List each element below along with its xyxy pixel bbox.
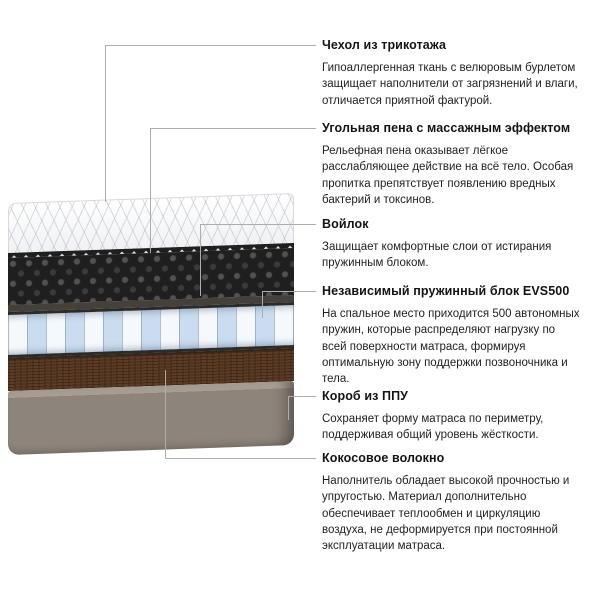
annotation-body: Защищает комфортные слои от истирания пр… [322, 241, 552, 270]
mattress-illustration [8, 193, 294, 455]
annotation-body: На спальное место приходится 500 автоном… [322, 308, 580, 386]
annotation-body: Наполнитель обладает высокой прочностью … [322, 475, 570, 553]
leader-line-cover-horizontal [105, 45, 316, 46]
leader-line-foam-vertical [150, 128, 151, 253]
leader-line-box-horizontal [288, 396, 316, 397]
annotation-heading: Чехол из трикотажа [322, 38, 447, 52]
annotation-charcoal-foam: Угольная пена с массажным эффектом Релье… [322, 121, 580, 208]
leader-line-foam-horizontal [150, 128, 316, 129]
leader-line-springs-vertical [262, 291, 263, 318]
leader-line-box-vertical [288, 396, 289, 420]
annotation-heading: Угольная пена с массажным эффектом [322, 121, 571, 135]
leader-line-felt-horizontal [200, 224, 316, 225]
leader-line-cover-vertical [105, 45, 106, 202]
annotation-felt: Войлок Защищает комфортные слои от истир… [322, 217, 580, 272]
leader-line-coconut-vertical [165, 370, 166, 459]
annotation-heading: Кокосовое волокно [322, 451, 445, 465]
annotation-spring-block: Независимый пружинный блок EVS500 На спа… [322, 284, 580, 388]
annotation-body: Сохраняет форму матраса по периметру, по… [322, 413, 544, 442]
annotation-heading: Независимый пружинный блок EVS500 [322, 284, 570, 298]
annotation-coconut-fiber: Кокосовое волокно Наполнитель обладает в… [322, 451, 580, 555]
leader-line-springs-horizontal [262, 291, 316, 292]
annotation-body: Рельефная пена оказывает лёгкое расслабл… [322, 145, 574, 206]
annotation-heading: Короб из ППУ [322, 389, 409, 403]
annotation-knit-cover: Чехол из трикотажа Гипоаллергенная ткань… [322, 38, 580, 109]
leader-line-felt-vertical [200, 224, 201, 296]
annotation-heading: Войлок [322, 217, 369, 231]
annotation-pu-box: Короб из ППУ Сохраняет форму матраса по … [322, 389, 580, 444]
annotation-body: Гипоаллергенная ткань с велюровым бурлет… [322, 62, 578, 107]
layer-pu-foam-box [8, 381, 294, 455]
leader-line-coconut-horizontal [165, 458, 316, 459]
